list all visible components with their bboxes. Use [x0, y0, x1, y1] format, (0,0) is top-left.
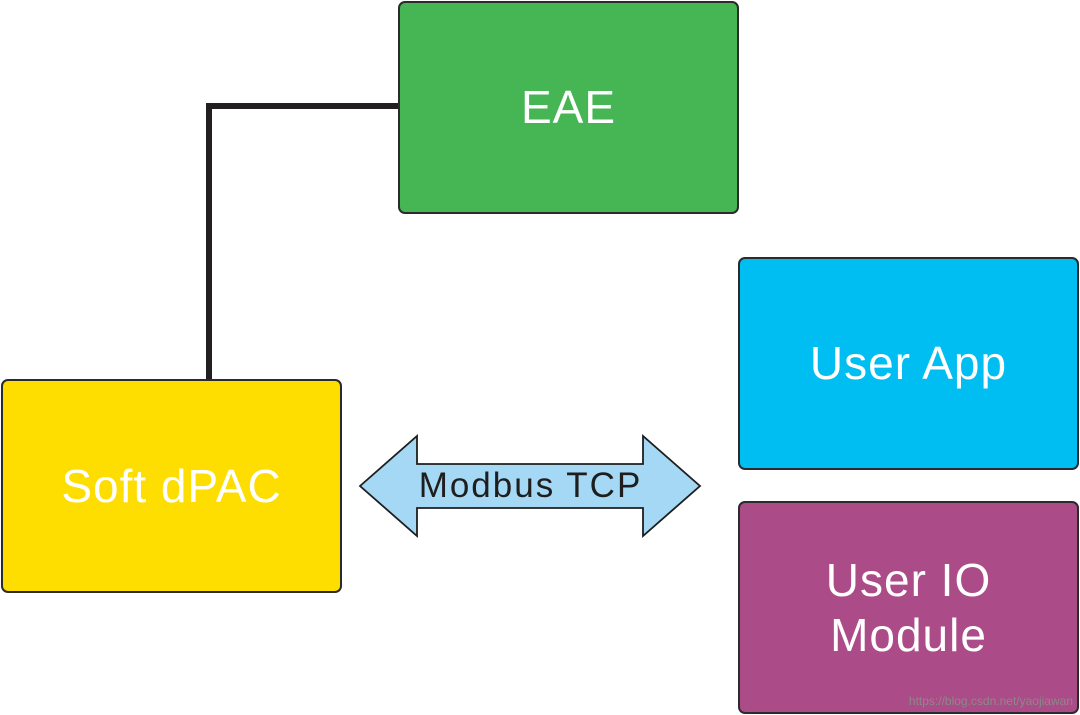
user-app-label: User App — [809, 337, 1008, 390]
eae-to-soft-dpac-line — [206, 103, 399, 380]
user-io-module-node: User IO Module — [738, 501, 1079, 714]
watermark-text: https://blog.csdn.net/yaojiawan — [908, 694, 1073, 708]
eae-node: EAE — [398, 1, 739, 214]
user-io-label-line1: User IO — [825, 554, 992, 607]
soft-dpac-label: Soft dPAC — [61, 459, 282, 512]
user-app-node: User App — [738, 257, 1079, 470]
eae-label: EAE — [520, 81, 617, 134]
modbus-tcp-label: Modbus TCP — [418, 466, 643, 505]
soft-dpac-node: Soft dPAC — [1, 379, 342, 593]
user-io-module-label: User IO Module — [826, 553, 991, 662]
user-io-label-line2: Module — [830, 608, 987, 661]
